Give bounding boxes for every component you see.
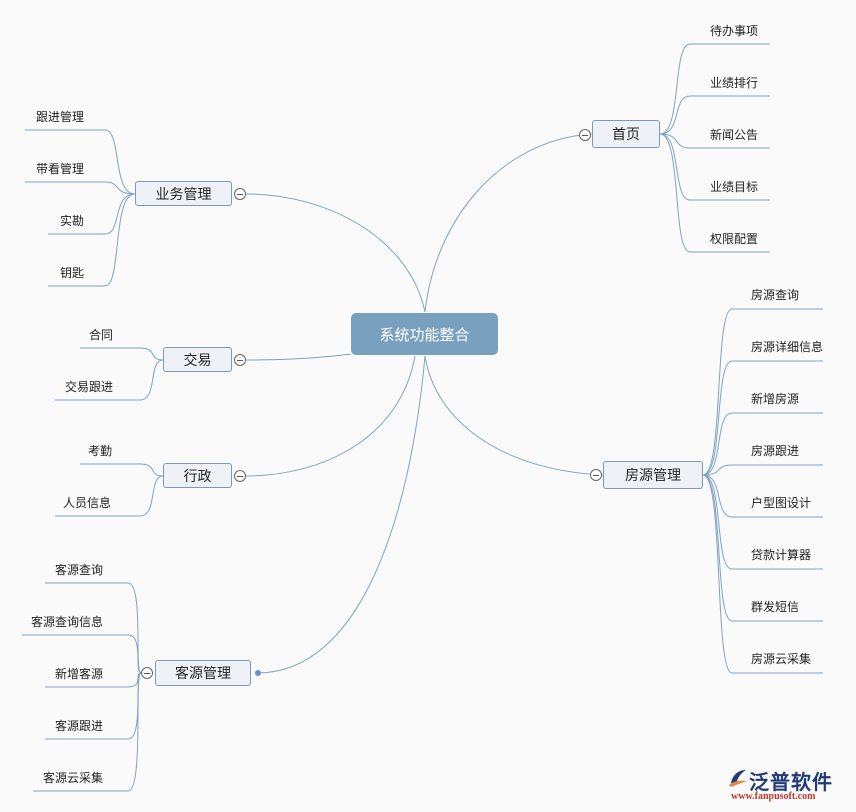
- leaf-admin-attendance[interactable]: 考勤: [88, 444, 113, 458]
- connector-business-viewing: [25, 181, 136, 195]
- connector-root-client: [257, 355, 426, 674]
- branch-client[interactable]: 客源管理: [155, 660, 251, 686]
- connector-home-target: [659, 133, 770, 201]
- leaf-property-new[interactable]: 新增房源: [751, 392, 800, 406]
- leaf-home-todo[interactable]: 待办事项: [710, 24, 759, 38]
- connector-root-admin: [245, 355, 416, 477]
- connector-trade-followup: [55, 359, 164, 401]
- connector-business-keys: [48, 193, 136, 287]
- logo-name: 泛普软件: [749, 772, 833, 794]
- connector-admin-staff: [55, 475, 164, 517]
- connector-client-new: [45, 672, 142, 688]
- leaf-client-query[interactable]: 客源查询: [55, 563, 104, 577]
- connector-property-sms: [702, 474, 823, 622]
- collapse-toggle-property[interactable]: [590, 469, 602, 481]
- leaf-home-news[interactable]: 新闻公告: [710, 128, 759, 142]
- collapse-toggle-trade[interactable]: [234, 354, 246, 366]
- connector-client-query-info: [22, 634, 142, 674]
- logo-url: www.fanpusoft.com: [731, 791, 816, 802]
- leaf-property-cloud[interactable]: 房源云采集: [751, 652, 812, 666]
- connector-trade-contract: [80, 347, 164, 361]
- branch-home[interactable]: 首页: [592, 120, 660, 148]
- collapse-toggle-admin[interactable]: [234, 470, 246, 482]
- connector-home-news: [659, 133, 770, 149]
- leaf-business-viewing[interactable]: 带看管理: [36, 162, 85, 176]
- leaf-property-floorplan[interactable]: 户型图设计: [751, 496, 812, 510]
- collapse-toggle-client[interactable]: [141, 667, 153, 679]
- connector-property-followup: [702, 464, 823, 476]
- leaf-business-survey[interactable]: 实勘: [60, 214, 85, 228]
- leaf-home-target[interactable]: 业绩目标: [710, 180, 759, 194]
- leaf-trade-followup[interactable]: 交易跟进: [65, 380, 114, 394]
- leaf-trade-contract[interactable]: 合同: [89, 328, 114, 342]
- branch-trade[interactable]: 交易: [163, 347, 232, 372]
- branch-admin[interactable]: 行政: [163, 463, 232, 488]
- leaf-client-query-info[interactable]: 客源查询信息: [31, 615, 104, 629]
- connector-root-property: [424, 355, 604, 476]
- connector-root-business: [245, 193, 426, 313]
- connector-home-permission: [659, 133, 770, 253]
- branch-connector-dot: [255, 670, 261, 676]
- connector-property-loan: [702, 474, 823, 570]
- leaf-home-ranking[interactable]: 业绩排行: [710, 76, 759, 90]
- logo-mark-icon: [729, 770, 747, 787]
- connector-business-survey: [48, 193, 136, 235]
- brand-logo: 泛普软件 www.fanpusoft.com: [727, 766, 852, 806]
- connector-property-detail: [702, 360, 823, 476]
- leaf-admin-staff[interactable]: 人员信息: [63, 496, 112, 510]
- branch-business[interactable]: 业务管理: [135, 181, 232, 206]
- leaf-client-new[interactable]: 新增客源: [55, 667, 104, 681]
- leaf-business-keys[interactable]: 钥匙: [60, 266, 85, 280]
- leaf-client-followup[interactable]: 客源跟进: [55, 719, 104, 733]
- connector-root-trade: [245, 353, 352, 361]
- connector-client-query: [45, 582, 142, 674]
- collapse-toggle-business[interactable]: [234, 188, 246, 200]
- leaf-client-cloud[interactable]: 客源云采集: [43, 771, 104, 785]
- connector-property-new: [702, 412, 823, 476]
- leaf-property-loan[interactable]: 贷款计算器: [751, 548, 812, 562]
- connector-business-followup: [25, 129, 136, 195]
- connector-admin-attendance: [80, 463, 164, 477]
- connector-root-home: [424, 133, 593, 313]
- branch-property[interactable]: 房源管理: [603, 461, 703, 489]
- root-node[interactable]: 系统功能整合: [351, 313, 498, 355]
- leaf-property-followup[interactable]: 房源跟进: [751, 444, 800, 458]
- leaf-property-detail[interactable]: 房源详细信息: [751, 340, 824, 354]
- leaf-property-query[interactable]: 房源查询: [751, 288, 800, 302]
- leaf-property-sms[interactable]: 群发短信: [751, 600, 800, 614]
- connector-property-floorplan: [702, 474, 823, 518]
- connector-property-query: [702, 308, 823, 476]
- connector-home-todo: [659, 43, 770, 135]
- leaf-home-permission[interactable]: 权限配置: [710, 232, 759, 246]
- connector-home-ranking: [659, 95, 770, 135]
- leaf-business-followup[interactable]: 跟进管理: [36, 110, 85, 124]
- collapse-toggle-home[interactable]: [579, 129, 591, 141]
- connector-property-cloud: [702, 474, 823, 674]
